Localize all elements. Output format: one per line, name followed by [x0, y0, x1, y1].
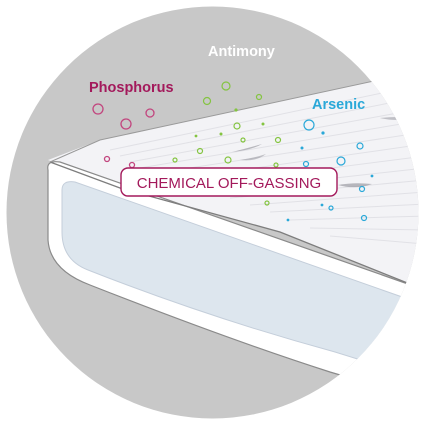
gas-wisp [338, 183, 372, 188]
bubble-group-blue [302, 119, 368, 222]
bubble [202, 96, 212, 106]
bubble [358, 185, 366, 193]
bubble-group-blue-filled [286, 131, 374, 222]
bubble [240, 137, 246, 143]
bubble [221, 81, 231, 91]
bubble-group-pink [92, 103, 155, 169]
bubble [261, 122, 265, 126]
bubble [370, 174, 374, 178]
bubble [303, 119, 315, 131]
bubble [336, 156, 346, 166]
bubble [302, 160, 310, 168]
callout-box [120, 167, 338, 197]
bubble [356, 142, 364, 150]
bubble [274, 136, 282, 144]
bubble [145, 108, 155, 118]
bubble [233, 122, 241, 130]
bubble [103, 155, 111, 163]
bubble [234, 108, 238, 112]
label-arsenic: Arsenic [312, 97, 365, 113]
bubble [255, 93, 263, 101]
bubble [224, 156, 232, 164]
gas-wisp [240, 154, 266, 161]
bubble [360, 214, 368, 222]
bubble [120, 118, 132, 130]
bubble [286, 218, 290, 222]
mattress-inner-panel [61, 181, 419, 381]
bubble [264, 200, 270, 206]
mattress-top-edge [49, 161, 419, 291]
bubble [321, 131, 325, 135]
bubble [320, 203, 324, 207]
bubble [219, 132, 223, 136]
bubble [196, 147, 204, 155]
bubble-group-green [172, 81, 282, 206]
callout-text: CHEMICAL OFF-GASSING [137, 175, 321, 192]
bubble [92, 103, 104, 115]
label-antimony: Antimony [208, 44, 275, 60]
label-phosphorus: Phosphorus [89, 80, 174, 96]
bubble [273, 162, 279, 168]
bubble [328, 205, 334, 211]
bubble [300, 146, 304, 150]
bubble-group-green-filled [194, 108, 265, 138]
bubble [194, 134, 198, 138]
bubble [172, 157, 178, 163]
mattress-back-edge [49, 69, 419, 163]
